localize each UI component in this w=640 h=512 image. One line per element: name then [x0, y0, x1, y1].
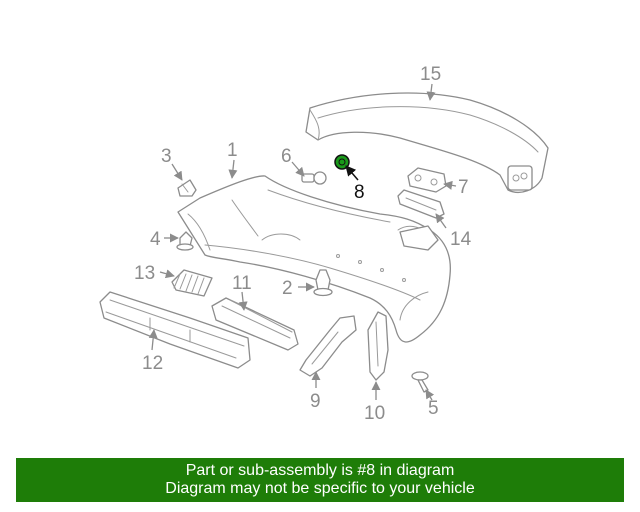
label-13: 13 [134, 263, 155, 284]
part-1-bumper-face[interactable] [177, 175, 451, 343]
label-2: 2 [282, 278, 293, 299]
label-12: 12 [142, 353, 163, 374]
banner-line-2: Diagram may not be specific to your vehi… [165, 480, 475, 497]
label-6: 6 [281, 146, 292, 167]
part-12-lower-beam[interactable] [99, 291, 251, 369]
part-13-grille[interactable] [171, 269, 213, 297]
parts-diagram: 15 1 3 4 6 8 7 14 2 13 11 12 9 10 5 [99, 64, 549, 424]
label-8: 8 [354, 182, 365, 203]
label-11: 11 [232, 273, 252, 294]
part-10-side-bracket[interactable] [367, 311, 389, 381]
label-1: 1 [227, 140, 238, 161]
part-5-screw[interactable] [411, 371, 429, 393]
part-2-clip[interactable] [313, 269, 333, 297]
label-5: 5 [428, 398, 439, 419]
part-7-bracket[interactable] [407, 167, 447, 193]
part-14-bracket[interactable] [397, 189, 445, 219]
part-9-side-bracket[interactable] [299, 315, 357, 377]
part-3-clip[interactable] [177, 179, 197, 197]
label-14: 14 [450, 229, 472, 250]
label-7: 7 [458, 177, 469, 198]
label-10: 10 [364, 403, 385, 424]
label-9: 9 [310, 391, 321, 412]
info-banner: Part or sub-assembly is #8 in diagram Di… [16, 458, 624, 502]
part-4-push-clip[interactable] [176, 231, 194, 251]
banner-line-1: Part or sub-assembly is #8 in diagram [185, 462, 455, 479]
label-3: 3 [161, 146, 172, 167]
label-15: 15 [420, 64, 441, 85]
part-6-bolt[interactable] [301, 171, 327, 185]
label-4: 4 [150, 229, 161, 250]
